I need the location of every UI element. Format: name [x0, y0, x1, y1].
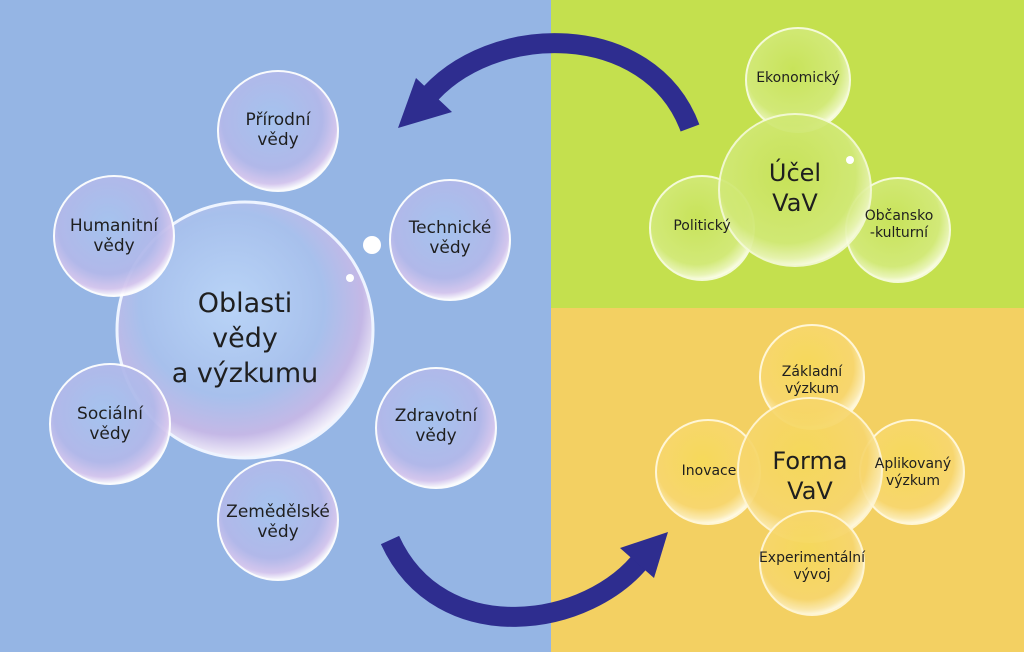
purpose-item-label: Ekonomický: [756, 70, 840, 86]
arrow-top: [398, 33, 700, 132]
purpose-item-label: Politický: [673, 218, 731, 234]
field-label: Humanitní vědy: [69, 216, 159, 257]
form-item-label: Základní výzkum: [781, 364, 843, 397]
field-label: Přírodní vědy: [245, 110, 311, 151]
bubble-center-fields: [115, 200, 381, 460]
purpose-center-label: Účel VaV: [768, 159, 822, 217]
bubble-fields: [49, 70, 511, 581]
bubble-purpose: [649, 27, 951, 283]
field-label: Technické vědy: [408, 218, 492, 259]
field-label: Sociální vědy: [77, 404, 143, 445]
field-label: Zdravotní vědy: [394, 406, 478, 447]
form-item-label: Inovace: [681, 463, 737, 479]
form-item-label: Experimentální vývoj: [758, 550, 866, 583]
form-item-label: Aplikovaný výzkum: [874, 456, 952, 489]
purpose-item-label: Občansko -kulturní: [864, 208, 934, 241]
arrow-bottom: [380, 532, 668, 627]
bubble-form: [655, 324, 965, 616]
field-label: Zemědělské vědy: [226, 502, 330, 543]
center-fields-label: Oblasti vědy a výzkumu: [171, 288, 319, 390]
form-center-label: Forma VaV: [772, 447, 848, 505]
